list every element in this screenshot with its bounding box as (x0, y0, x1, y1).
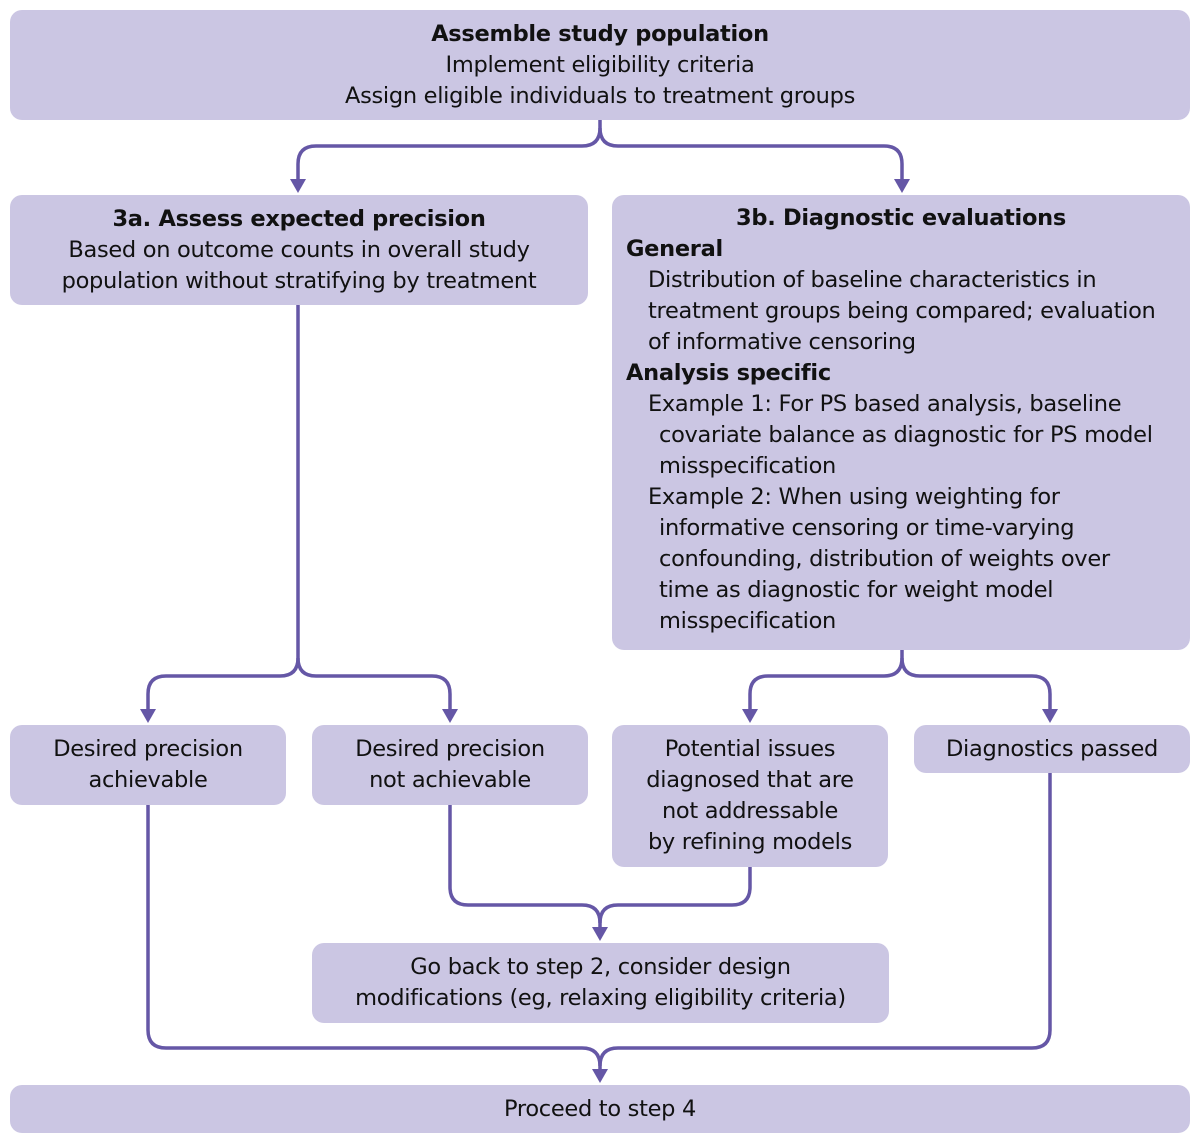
arrowhead-proceed (592, 1069, 608, 1083)
example-2-line: informative censoring or time-varying (659, 515, 1075, 541)
connector-3b-down (748, 650, 904, 710)
issues-not-addressable-box: Potential issues diagnosed that are not … (612, 725, 888, 867)
box-line: by refining models (647, 829, 853, 855)
arrowhead-not-achievable (442, 709, 458, 723)
box-line: Go back to step 2, consider design (410, 954, 791, 980)
box-line: Potential issues (664, 736, 836, 762)
box-line: Diagnostics passed (946, 735, 1158, 762)
box-line: not achievable (369, 767, 531, 793)
precision-not-achievable-box: Desired precision not achievable (312, 725, 588, 805)
arrowhead-goback (592, 927, 608, 941)
step-3a-box: 3a. Assess expected precision Based on o… (10, 195, 588, 305)
connector-assemble-to-3b (598, 127, 904, 180)
box-line: Desired precision (355, 736, 545, 762)
box-line: achievable (88, 767, 208, 793)
example-1-line: Example 1: For PS based analysis, baseli… (648, 391, 1122, 417)
arrowhead-3a (290, 179, 306, 193)
box-line: modifications (eg, relaxing eligibility … (355, 985, 846, 1011)
example-2-line: misspecification (659, 608, 836, 634)
arrowhead-achievable (140, 709, 156, 723)
step-3a-title: 3a. Assess expected precision (112, 205, 486, 232)
connector-issues-to-goback (598, 867, 752, 924)
connector-passed-to-proceed (598, 773, 1052, 1067)
connector-achievable-to-proceed (146, 805, 602, 1070)
proceed-to-step-4-box: Proceed to step 4 (10, 1085, 1190, 1133)
box-line: diagnosed that are (646, 767, 854, 793)
assemble-study-population-box: Assemble study population Implement elig… (10, 10, 1190, 120)
general-heading: General (626, 236, 723, 262)
general-line: treatment groups being compared; evaluat… (648, 298, 1156, 324)
connector-3a-down (146, 305, 300, 710)
assemble-line: Implement eligibility criteria (445, 51, 755, 78)
assemble-title: Assemble study population (431, 20, 769, 47)
proceed-label: Proceed to step 4 (504, 1095, 696, 1122)
connector-assemble-to-3a (296, 120, 602, 180)
box-line: not addressable (661, 798, 839, 824)
example-2-line: confounding, distribution of weights ove… (659, 546, 1110, 572)
step-3b-box: 3b. Diagnostic evaluations General Distr… (612, 195, 1190, 650)
arrowhead-3b (894, 179, 910, 193)
diagnostics-passed-box: Diagnostics passed (914, 725, 1190, 773)
example-2-line: time as diagnostic for weight model (659, 577, 1054, 603)
go-back-box: Go back to step 2, consider design modif… (312, 943, 889, 1023)
example-1-line: covariate balance as diagnostic for PS m… (659, 422, 1153, 448)
general-line: of informative censoring (648, 329, 916, 355)
analysis-specific-heading: Analysis specific (626, 360, 831, 386)
assemble-line: Assign eligible individuals to treatment… (345, 82, 855, 109)
connector-3a-to-not-achievable (296, 657, 452, 710)
step-3a-line: population without stratifying by treatm… (61, 267, 537, 294)
precision-achievable-box: Desired precision achievable (10, 725, 286, 805)
general-line: Distribution of baseline characteristics… (648, 267, 1097, 293)
step-3b-title: 3b. Diagnostic evaluations (736, 205, 1066, 231)
example-1-line: misspecification (659, 453, 836, 479)
arrowhead-issues (742, 709, 758, 723)
box-line: Desired precision (53, 736, 243, 762)
connector-not-achievable-to-goback (448, 805, 602, 928)
example-2-line: Example 2: When using weighting for (648, 484, 1060, 510)
connector-3b-to-passed (900, 657, 1052, 710)
arrowhead-passed (1042, 709, 1058, 723)
step-3a-line: Based on outcome counts in overall study (68, 236, 530, 263)
